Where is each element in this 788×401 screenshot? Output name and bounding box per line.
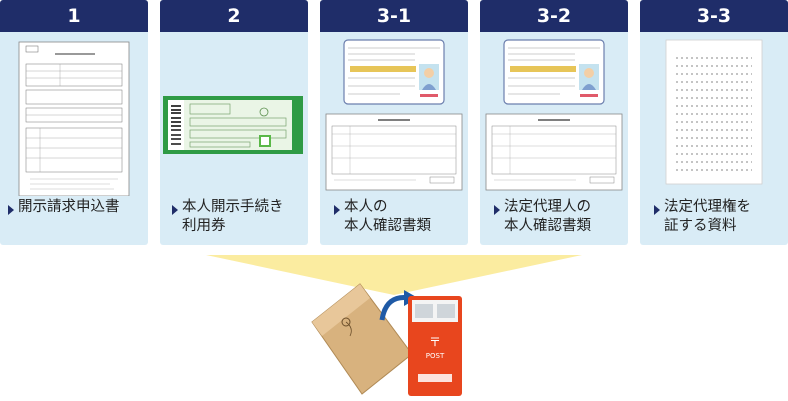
proof-document-icon: [665, 39, 763, 185]
envelope-to-postbox-icon: 〒 POST: [311, 283, 462, 396]
step-label-row: 法定代理人の 本人確認書類: [480, 198, 628, 236]
step-label: 法定代理権を 証する資料: [664, 199, 751, 234]
step-label: 本人の 本人確認書類: [344, 199, 431, 234]
triangle-bullet-icon: [8, 205, 14, 215]
triangle-bullet-icon: [654, 205, 660, 215]
step-number: 1: [0, 0, 148, 32]
step-card-3-2: 3-2 法定代理人の 本人確認書類: [480, 0, 628, 245]
id-documents-icon: [485, 39, 623, 191]
step-card-3-3: 3-3 法定代理権を 証する資料: [640, 0, 788, 245]
step-card-1: 1 開示請求申込書: [0, 0, 148, 245]
svg-text:〒: 〒: [429, 335, 441, 349]
application-form-icon: [18, 41, 130, 196]
triangle-bullet-icon: [172, 205, 178, 215]
id-documents-icon: [325, 39, 463, 191]
step-number: 2: [160, 0, 308, 32]
step-label-row: 本人開示手続き 利用券: [160, 198, 308, 236]
triangle-bullet-icon: [494, 205, 500, 215]
step-label-row: 本人の 本人確認書類: [320, 198, 468, 236]
post-label: POST: [426, 352, 445, 360]
triangle-bullet-icon: [334, 205, 340, 215]
postbox-icon: 〒 POST: [408, 296, 462, 396]
step-number: 3-3: [640, 0, 788, 32]
step-number: 3-2: [480, 0, 628, 32]
step-label: 本人開示手続き 利用券: [182, 199, 284, 234]
step-card-3-1: 3-1 本人の 本人確認書類: [320, 0, 468, 245]
step-label-row: 開示請求申込書: [0, 198, 148, 217]
step-label: 開示請求申込書: [18, 199, 120, 215]
step-label: 法定代理人の 本人確認書類: [504, 199, 591, 234]
funnel-arrow: [206, 255, 582, 295]
step-card-2: 2 本人開示手続き 利用券: [160, 0, 308, 245]
step-label-row: 法定代理権を 証する資料: [640, 198, 788, 236]
usage-ticket-icon: [163, 96, 303, 154]
step-number: 3-1: [320, 0, 468, 32]
